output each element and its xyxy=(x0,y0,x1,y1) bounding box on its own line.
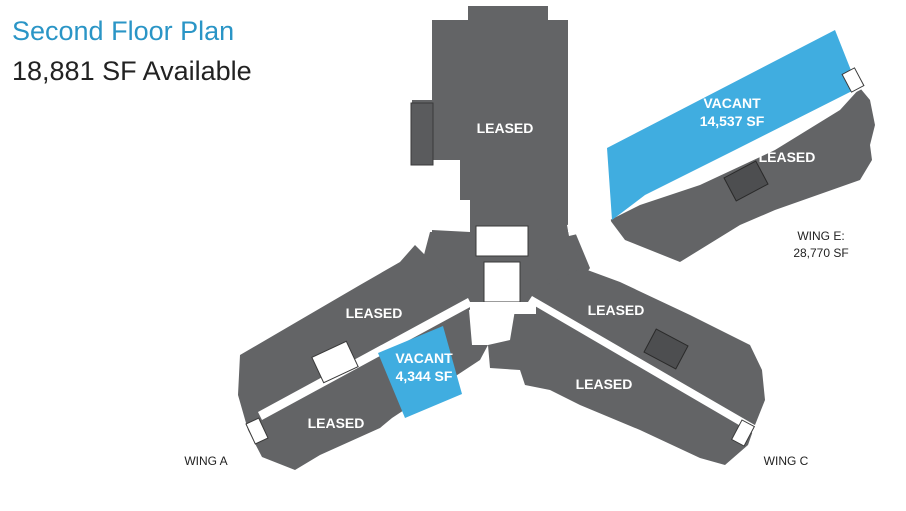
wing-c-upper-leased-label: LEASED xyxy=(588,302,645,318)
wing-e-end-stair xyxy=(841,67,865,93)
core-lobby xyxy=(470,302,536,314)
core-stairs xyxy=(475,225,529,257)
wing-a-stair-block xyxy=(311,340,359,384)
available-area-subtitle: 18,881 SF Available xyxy=(12,56,252,86)
wing-a-end-stair xyxy=(245,417,269,445)
wing-e-vacant-area: 14,537 SF xyxy=(700,113,765,129)
north-leased-label: LEASED xyxy=(477,120,534,136)
wing-a-vacant-label: VACANT xyxy=(395,350,453,366)
wing-e-name: WING E: xyxy=(797,229,844,243)
wing-c-stair-block xyxy=(643,328,689,370)
wing-e-vacant-space xyxy=(607,30,858,220)
north-connector-corridor xyxy=(567,216,612,236)
wing-e-area: 28,770 SF xyxy=(793,246,848,260)
wing-e-leased-label: LEASED xyxy=(759,149,816,165)
wing-a-name: WING A xyxy=(184,454,227,468)
north-annex xyxy=(410,102,434,166)
wing-c-lower-leased-label: LEASED xyxy=(576,376,633,392)
wing-e-vacant-label: VACANT xyxy=(703,95,761,111)
wing-c-name: WING C xyxy=(764,454,809,468)
wing-a-vacant-space xyxy=(378,326,462,418)
wing-c-end-stair xyxy=(730,419,756,447)
wing-e-stair-block xyxy=(723,160,769,202)
core-elevators xyxy=(483,261,521,303)
north-block xyxy=(412,6,568,240)
wing-a-upper-leased-label: LEASED xyxy=(346,305,403,321)
wing-a-corridor xyxy=(258,298,472,420)
wing-a-lower-leased-label: LEASED xyxy=(308,415,365,431)
wing-a-vacant-area: 4,344 SF xyxy=(396,368,453,384)
wing-c-corridor xyxy=(528,296,760,435)
page-title: Second Floor Plan xyxy=(12,16,235,46)
wing-c xyxy=(488,268,765,465)
